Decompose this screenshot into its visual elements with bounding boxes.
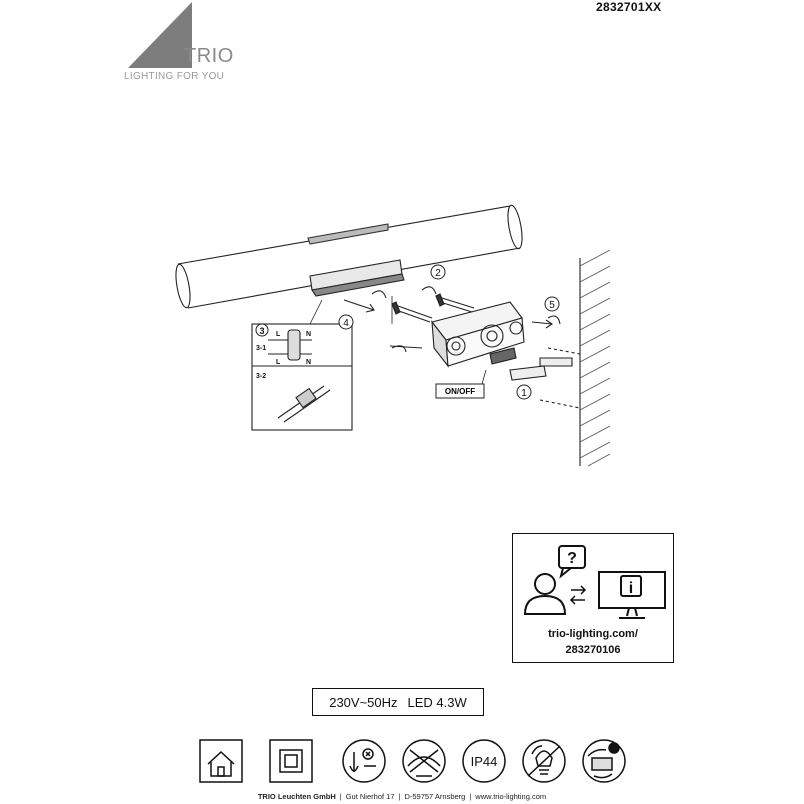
wire-label-n-bottom: N	[306, 359, 311, 366]
logo-triangle-icon	[128, 2, 192, 68]
installation-diagram: 2 5 4 1 3 3-1 3-2 L N L N ON/OFF	[175, 204, 610, 467]
person-icon	[523, 573, 567, 615]
ies-distance-icon	[342, 739, 386, 783]
driver-not-replaceable-icon	[582, 739, 626, 783]
logo: TRIO LIGHTING FOR YOU	[120, 2, 260, 88]
footer-website: www.trio-lighting.com	[475, 792, 547, 801]
logo-tagline: LIGHTING FOR YOU	[124, 71, 225, 82]
ip44-icon: IP44	[462, 739, 506, 783]
exchange-arrows-icon	[569, 585, 587, 605]
mounting-box	[431, 301, 525, 368]
info-url: trio-lighting.com/ 283270106	[513, 626, 673, 658]
symbols-row: IP44	[199, 739, 626, 783]
svg-text:IP44: IP44	[471, 754, 498, 769]
svg-text:4: 4	[343, 318, 349, 329]
protection-class-ii-icon	[269, 739, 313, 783]
led-not-replaceable-icon	[522, 739, 566, 783]
footer-company: TRIO Leuchten GmbH	[257, 792, 336, 801]
wiring-detail-box	[251, 323, 353, 431]
svg-text:2: 2	[435, 268, 441, 279]
product-code: 2832701XX	[596, 0, 662, 14]
logo-name: TRIO	[184, 45, 234, 67]
step-badge-5: 5	[544, 296, 560, 312]
monitor-info-icon: i	[598, 571, 666, 619]
online-info-box: ? i trio-lighting.com/ 283270106	[512, 533, 674, 663]
screws	[389, 293, 475, 349]
footer-city: D-59757 Arnsberg	[404, 792, 466, 801]
step-badge-3: 3	[255, 323, 269, 337]
on-off-label: ON/OFF	[435, 383, 485, 399]
power-label: LED 4.3W	[407, 694, 467, 710]
svg-text:1: 1	[521, 388, 527, 399]
wall	[579, 249, 610, 467]
no-covering-icon	[402, 739, 446, 783]
callout-lines	[309, 296, 393, 325]
substep-label-3-1: 3-1	[256, 345, 266, 352]
substep-label-3-2: 3-2	[256, 373, 266, 380]
svg-text:5: 5	[549, 300, 555, 311]
svg-text:?: ?	[567, 550, 577, 567]
lamp-tube	[175, 204, 523, 309]
wire-label-l-top: L	[276, 331, 281, 338]
voltage-label: 230V~50Hz	[329, 694, 398, 710]
info-url-line2: 283270106	[565, 644, 621, 656]
svg-text:ON/OFF: ON/OFF	[445, 387, 475, 396]
direction-arrows	[343, 286, 561, 353]
footer-street: Gut Nierhof 17	[345, 792, 395, 801]
wire-label-n-top: N	[306, 331, 311, 338]
step-badge-2: 2	[430, 264, 446, 280]
svg-text:i: i	[629, 580, 633, 597]
indoor-use-icon	[199, 739, 243, 783]
spec-box: 230V~50Hz LED 4.3W	[312, 688, 484, 716]
step-badge-1: 1	[516, 384, 532, 400]
svg-text:3: 3	[259, 326, 264, 336]
step-badge-4: 4	[338, 314, 354, 330]
wall-plugs	[509, 347, 581, 409]
footer: TRIO Leuchten GmbH|Gut Nierhof 17|D-5975…	[257, 792, 547, 801]
info-url-line1: trio-lighting.com/	[548, 628, 638, 640]
wire-label-l-bottom: L	[276, 359, 281, 366]
question-bubble-icon: ?	[558, 545, 586, 579]
